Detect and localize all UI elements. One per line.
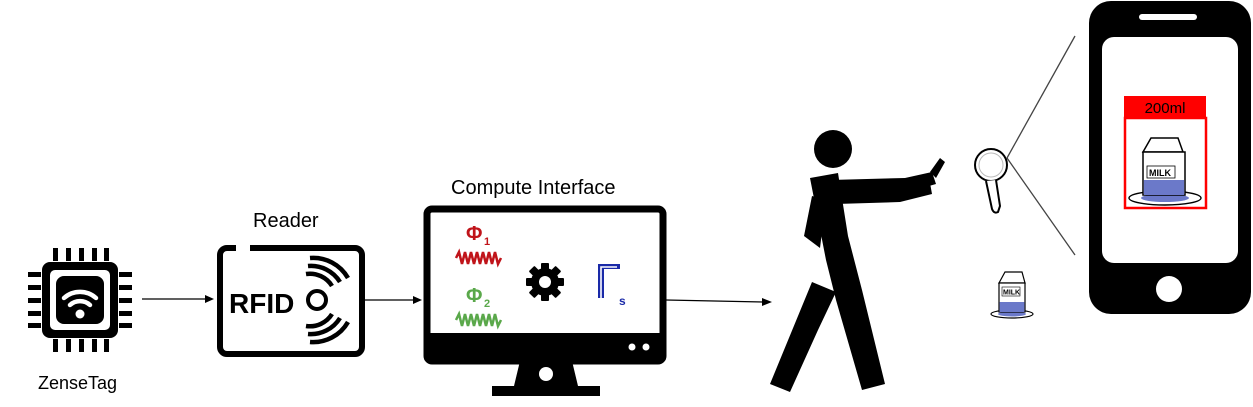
rfid-text: RFID	[229, 288, 294, 319]
magnifier-icon	[974, 148, 1008, 214]
chip-wifi-icon	[28, 248, 132, 352]
phi2-sub: 2	[484, 298, 490, 310]
volume-label: 200ml	[1145, 100, 1186, 117]
arrow-compute-to-user	[665, 298, 772, 306]
zoom-lines	[1006, 35, 1076, 256]
monitor-icon	[423, 205, 667, 396]
reader-label: Reader	[253, 210, 319, 232]
gamma-symbol: s	[598, 264, 626, 308]
person-icon	[770, 130, 945, 392]
rfid-reader-icon: RFID	[217, 243, 365, 357]
milk-label-small: MILK	[1003, 290, 1020, 297]
phi1-sub: 1	[484, 236, 490, 248]
arrow-reader-to-compute	[364, 296, 422, 304]
compute-interface-label: Compute Interface	[451, 177, 616, 199]
phi2-symbol: Φ 2	[454, 285, 503, 330]
zensetag-label: ZenseTag	[38, 373, 118, 393]
gamma-sub: s	[619, 294, 626, 308]
arrow-tag-to-reader	[142, 295, 214, 303]
phi1-glyph: Φ	[466, 223, 482, 245]
milk-carton-icon: MILK	[990, 271, 1034, 319]
phi2-glyph: Φ	[466, 285, 482, 307]
phi1-symbol: Φ 1	[454, 223, 503, 268]
milk-detection-box: 200ml MILK	[1123, 96, 1208, 210]
gear-icon	[526, 263, 564, 301]
milk-label-large: MILK	[1149, 168, 1171, 178]
